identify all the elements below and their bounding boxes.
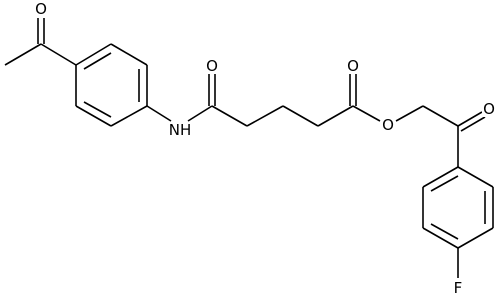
ring-bond: [75, 105, 112, 127]
chain-bond: [282, 105, 319, 127]
ester-carbonyl-oxygen-label: O: [347, 57, 359, 75]
ester-group: [349, 74, 424, 122]
ring-bond: [422, 227, 459, 249]
ring-inner-double-bond: [430, 223, 459, 240]
bond-ketone-carbonyl-a: [457, 111, 483, 127]
alkyl-chain: [211, 105, 354, 127]
ring-inner-double-bond: [83, 52, 112, 70]
ketone-oxygen-label: O: [483, 100, 495, 118]
bond-acetyl-carbon-to-ring: [40, 43, 77, 66]
ring-bond: [457, 227, 494, 249]
chain-bond: [246, 105, 284, 127]
bond-ketone-carbonyl-b: [460, 116, 486, 132]
ester-oxygen-label: O: [382, 116, 394, 134]
ring-inner-double-bond: [83, 101, 112, 118]
atom-labels: O NH O O O O F: [34, 0, 496, 297]
bond-ring-to-nitrogen: [146, 105, 172, 122]
amide-group: [146, 74, 216, 122]
bond-methylene-to-ketone-carbon: [422, 105, 459, 127]
chain-bond: [317, 105, 354, 127]
bond-carbonyl-to-ester-oxygen: [352, 105, 381, 122]
amide-oxygen-label: O: [206, 57, 218, 75]
amide-nitrogen-label: NH: [169, 121, 192, 139]
bond-methyl-to-acetyl-carbon: [4, 43, 42, 66]
bond-ester-oxygen-to-methylene: [395, 105, 424, 122]
ring-bond: [110, 105, 148, 127]
ring-inner-double-bond: [430, 175, 459, 192]
fluorine-label: F: [454, 279, 463, 297]
ring-bond: [75, 43, 112, 66]
ketone-group: [422, 105, 486, 167]
left-benzene-ring: [75, 43, 148, 127]
acetyl-group: [4, 13, 77, 66]
ring-bond: [422, 166, 459, 188]
ring-bond: [110, 43, 148, 66]
acetyl-oxygen-label: O: [35, 0, 47, 18]
chain-bond: [211, 105, 248, 127]
ring-bond: [457, 166, 494, 188]
fluorophenyl-ring: [422, 166, 494, 278]
bond-nitrogen-to-amide-carbon: [187, 105, 213, 122]
